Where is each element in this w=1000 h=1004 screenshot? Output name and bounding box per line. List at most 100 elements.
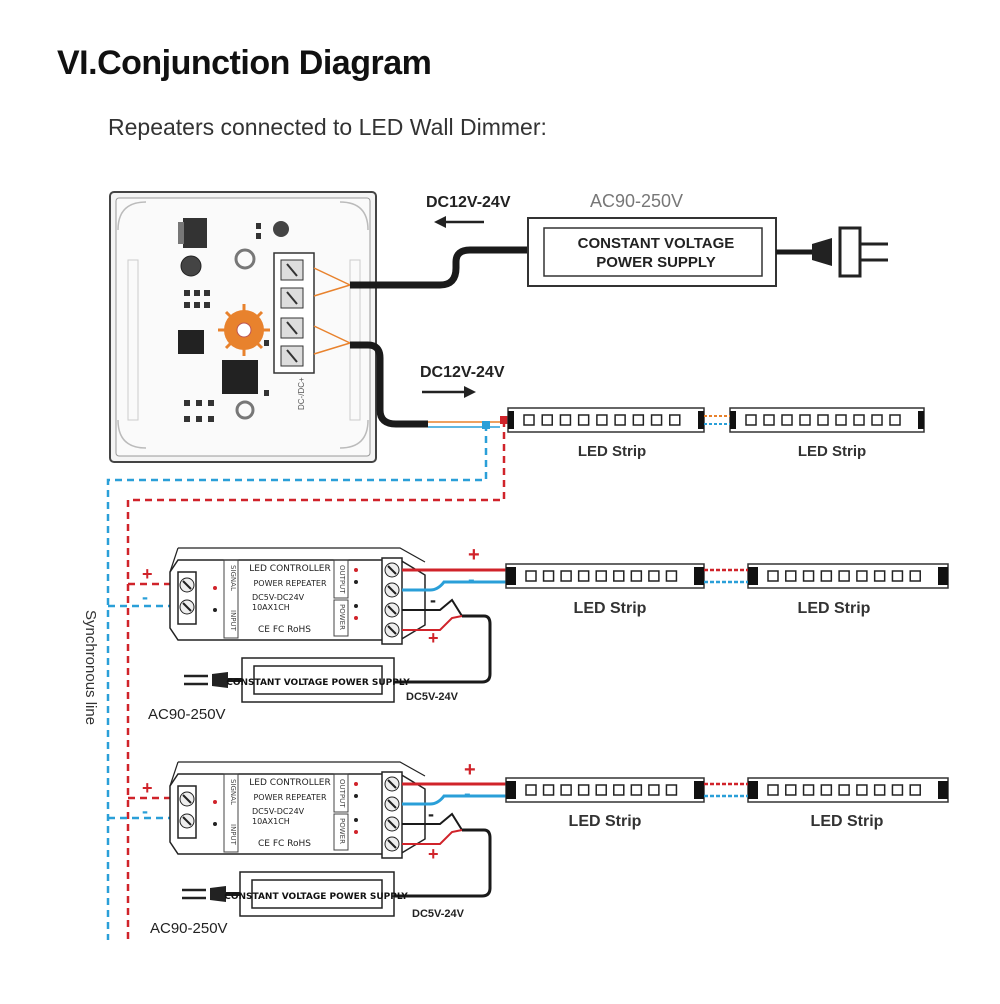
led-chip	[781, 414, 793, 426]
led-chip	[560, 784, 572, 796]
plus-sign: +	[464, 759, 476, 781]
wall-dimmer: DC-/DC+	[109, 191, 377, 463]
controller-certs: CE FC RoHS	[258, 839, 311, 849]
psu-label: CONSTANT VOLTAGE POWER SUPPLY	[224, 892, 408, 902]
psu-label: CONSTANT VOLTAGE POWER SUPPLY	[226, 678, 410, 688]
psu-label-line1: CONSTANT VOLTAGE	[578, 235, 735, 252]
minus-sign: -	[468, 569, 475, 591]
minus-sign: -	[464, 783, 471, 805]
controller-model: POWER REPEATER	[253, 793, 326, 802]
led-chip	[799, 414, 811, 426]
led-chip	[665, 784, 678, 796]
led-chip	[648, 570, 660, 582]
led-chip	[669, 414, 681, 426]
led-chip	[802, 784, 815, 796]
repeater-2-labels: LED CONTROLLER POWER REPEATER DC5V-DC24V…	[142, 759, 884, 937]
input-label: INPUT	[229, 610, 237, 632]
led-chip	[856, 784, 868, 796]
led-chip	[577, 570, 590, 582]
repeater-1-labels: LED CONTROLLER POWER REPEATER DC5V-DC24V…	[142, 544, 871, 723]
main-power-supply: CONSTANT VOLTAGE POWER SUPPLY	[527, 217, 888, 287]
dc-label-strip: DC12V-24V	[420, 364, 505, 381]
page-title: VI.Conjunction Diagram	[57, 44, 432, 82]
led-chip	[817, 414, 829, 426]
led-chip	[665, 570, 678, 582]
led-chip	[542, 570, 555, 582]
led-chip	[889, 414, 901, 426]
minus-sign: -	[142, 587, 148, 607]
led-chip	[525, 784, 537, 796]
led-strip	[747, 777, 949, 803]
led-strips	[507, 407, 925, 433]
led-chip	[873, 570, 886, 582]
dimmer-wires	[313, 246, 530, 428]
ac-label: AC90-250V	[148, 706, 226, 723]
led-chip	[838, 570, 850, 582]
led-chip	[595, 570, 607, 582]
led-chip	[873, 784, 886, 796]
arrow-left-icon	[434, 216, 446, 228]
led-chip	[630, 784, 643, 796]
led-chip	[802, 570, 815, 582]
led-chip	[632, 414, 645, 426]
led-strip-label: LED Strip	[578, 443, 646, 460]
led-chip	[630, 570, 643, 582]
led-strip	[729, 407, 925, 433]
led-chip	[767, 570, 779, 582]
led-chip	[767, 784, 779, 796]
arrow-right-icon	[464, 386, 476, 398]
plus-sign: +	[142, 778, 153, 798]
led-chip	[577, 784, 590, 796]
led-chip	[835, 414, 847, 426]
repeater-unit-2	[169, 761, 949, 917]
led-chip	[613, 570, 625, 582]
dc-label: DC5V-24V	[406, 691, 459, 703]
led-strip-label: LED Strip	[574, 600, 647, 617]
ac-label: AC90-250V	[150, 920, 228, 937]
led-chip	[763, 414, 775, 426]
controller-rating: 10AX1CH	[252, 603, 290, 612]
led-strip-label: LED Strip	[569, 813, 642, 830]
plus-sign: +	[428, 628, 439, 648]
led-chip	[785, 570, 797, 582]
led-chip	[595, 784, 607, 796]
led-chip	[745, 414, 757, 426]
plug-icon	[210, 886, 226, 902]
led-chip	[891, 570, 904, 582]
plus-sign: +	[142, 564, 153, 584]
led-chip	[853, 414, 865, 426]
led-chip	[650, 414, 663, 426]
controller-voltage: DC5V-DC24V	[252, 807, 305, 816]
led-chip	[542, 784, 555, 796]
led-strip	[505, 777, 705, 803]
led-chip	[891, 784, 904, 796]
led-chip	[596, 414, 608, 426]
plus-sign: +	[468, 544, 480, 566]
controller-certs: CE FC RoHS	[258, 625, 311, 635]
dimmer-board-text: DC-/DC+	[297, 377, 306, 410]
led-chip	[785, 784, 797, 796]
controller-rating: 10AX1CH	[252, 817, 290, 826]
led-chip	[648, 784, 660, 796]
led-strip-label: LED Strip	[798, 443, 866, 460]
led-strip	[507, 407, 705, 433]
led-chip	[909, 784, 921, 796]
led-strip-label: LED Strip	[798, 600, 871, 617]
led-chip	[559, 414, 572, 426]
led-chip	[614, 414, 626, 426]
ac-label-top: AC90-250V	[590, 191, 683, 211]
led-strip	[505, 563, 705, 589]
led-chip	[820, 784, 833, 796]
led-chip	[525, 570, 537, 582]
minus-sign: -	[142, 801, 148, 821]
led-chip	[838, 784, 850, 796]
input-label: INPUT	[229, 824, 237, 846]
power-label: POWER	[338, 604, 346, 630]
output-label: OUTPUT	[338, 565, 346, 594]
led-chip	[523, 414, 535, 426]
led-chip	[909, 570, 921, 582]
led-strip	[747, 563, 949, 589]
controller-model: POWER REPEATER	[253, 579, 326, 588]
signal-label: SIGNAL	[229, 779, 237, 805]
